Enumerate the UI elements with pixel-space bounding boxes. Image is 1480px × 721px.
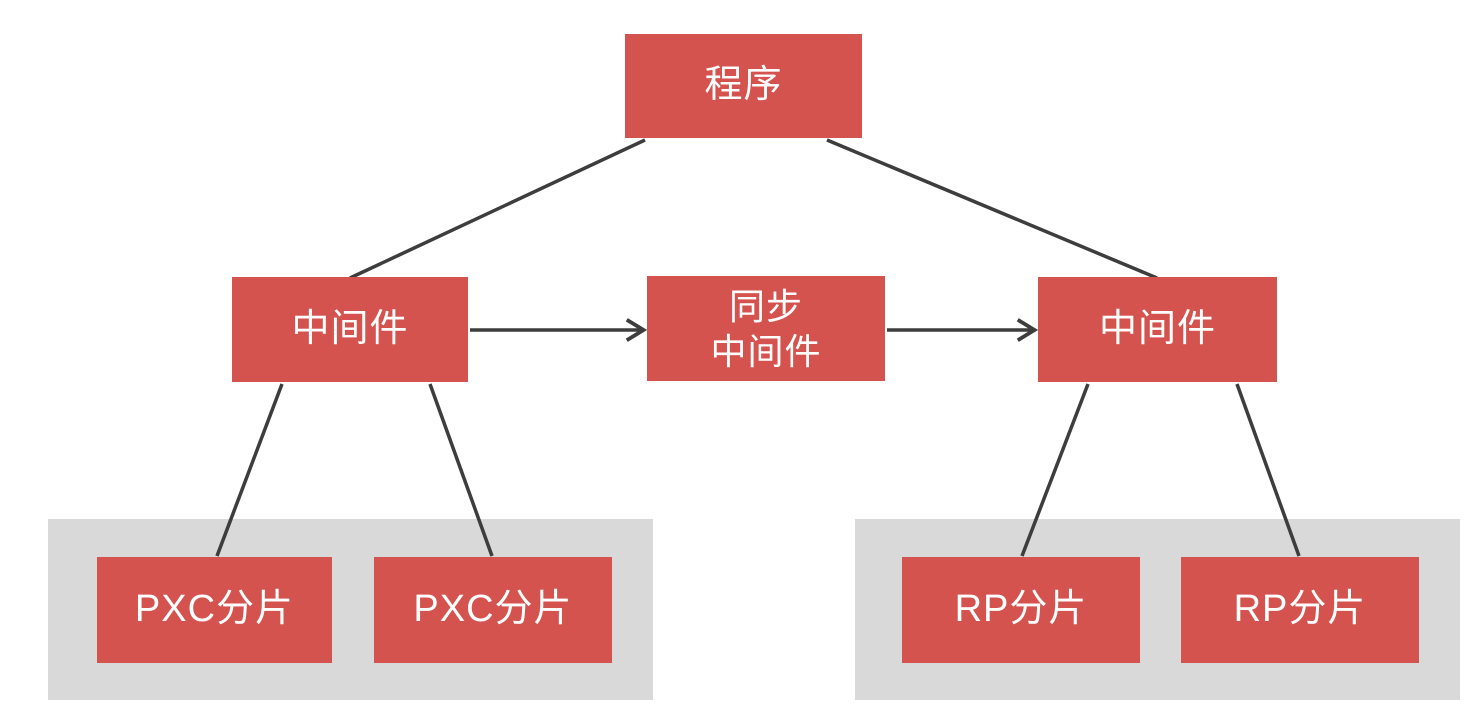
node-sync-middleware: 同步 中间件 bbox=[647, 276, 885, 381]
node-middleware-left: 中间件 bbox=[232, 277, 468, 382]
node-program: 程序 bbox=[625, 34, 862, 138]
node-middleware-right: 中间件 bbox=[1038, 277, 1277, 382]
node-sync-middleware-label-line1: 同步 bbox=[728, 285, 803, 327]
node-pxc-shard-2: PXC分片 bbox=[374, 557, 612, 663]
node-pxc-shard-2-label: PXC分片 bbox=[413, 588, 573, 631]
node-rp-shard-1: RP分片 bbox=[902, 557, 1140, 663]
node-pxc-shard-1-label: PXC分片 bbox=[134, 588, 295, 631]
node-rp-shard-2: RP分片 bbox=[1181, 557, 1419, 663]
node-program-label: 程序 bbox=[704, 64, 783, 107]
node-middleware-right-label: 中间件 bbox=[1098, 307, 1216, 350]
edge-program-to-middleware-left bbox=[349, 138, 646, 280]
node-middleware-left-label: 中间件 bbox=[291, 307, 409, 350]
node-rp-shard-1-label: RP分片 bbox=[954, 588, 1088, 631]
edge-program-to-middleware-right bbox=[826, 138, 1158, 280]
node-sync-middleware-label-line2: 中间件 bbox=[710, 330, 822, 372]
node-rp-shard-2-label: RP分片 bbox=[1233, 588, 1367, 631]
node-pxc-shard-1: PXC分片 bbox=[97, 557, 332, 663]
